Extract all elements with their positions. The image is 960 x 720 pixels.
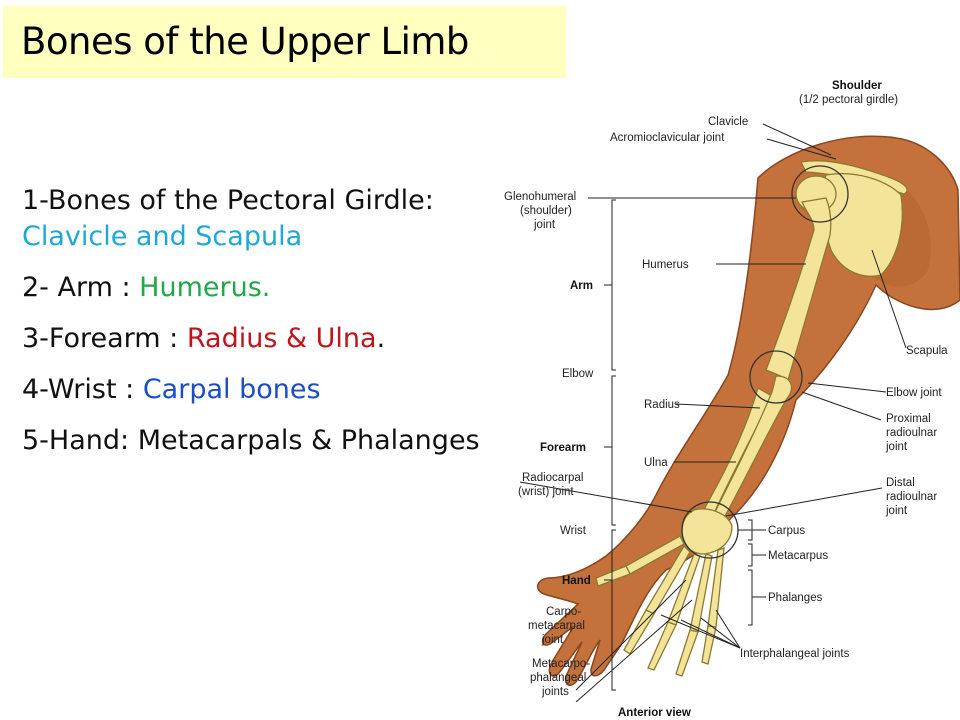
bullet-label: 2- Arm : xyxy=(22,272,140,303)
label-acromioclavicular: Acromioclavicular joint xyxy=(610,132,725,144)
slide-title: Bones of the Upper Limb xyxy=(21,20,469,63)
label-metacarpophalangeal-2: phalangeal xyxy=(530,672,586,684)
bullet-highlight: Carpal bones xyxy=(142,374,321,405)
bullet-hand: 5-Hand: Metacarpals & Phalanges xyxy=(22,423,512,459)
label-metacarpus: Metacarpus xyxy=(768,550,828,562)
label-arm: Arm xyxy=(570,280,593,292)
shoulder-joint-circle xyxy=(791,165,849,223)
label-radiocarpal-1: Radiocarpal xyxy=(522,472,583,484)
label-carpometacarpal-3: joint xyxy=(541,634,564,646)
bullet-wrist: 4-Wrist : Carpal bones xyxy=(22,372,512,408)
label-anterior-view: Anterior view xyxy=(618,707,691,719)
bullet-highlight: Clavicle and Scapula xyxy=(22,221,303,252)
bones xyxy=(595,160,908,677)
label-ulna: Ulna xyxy=(644,457,668,469)
elbow-joint-circle xyxy=(749,350,803,404)
label-proximal-3: joint xyxy=(885,441,908,453)
label-metacarpophalangeal-1: Metacarpo- xyxy=(532,658,590,670)
label-humerus: Humerus xyxy=(642,259,689,271)
bullet-pectoral-girdle: 1-Bones of the Pectoral Girdle: Clavicle… xyxy=(22,183,512,255)
label-shoulder-sub: (1/2 pectoral girdle) xyxy=(799,94,898,106)
label-distal-3: joint xyxy=(885,505,908,517)
label-forearm: Forearm xyxy=(540,442,586,454)
bullet-label: 1-Bones of the Pectoral Girdle: xyxy=(22,185,434,216)
label-shoulder: Shoulder xyxy=(832,80,882,92)
bullet-label: 3-Forearm : xyxy=(22,323,187,354)
upper-limb-diagram: Shoulder (1/2 pectoral girdle) Clavicle … xyxy=(504,80,960,719)
bullet-highlight: Humerus. xyxy=(139,272,271,303)
leader-lines xyxy=(519,123,907,703)
label-proximal-1: Proximal xyxy=(886,413,931,425)
diagram-labels: Shoulder (1/2 pectoral girdle) Clavicle … xyxy=(504,80,948,719)
title-banner: Bones of the Upper Limb xyxy=(3,6,566,78)
bullet-arm: 2- Arm : Humerus. xyxy=(22,270,512,306)
label-carpometacarpal-2: metacarpal xyxy=(528,620,585,632)
label-radiocarpal-2: (wrist) joint xyxy=(518,486,574,498)
label-wrist: Wrist xyxy=(560,525,587,537)
bullet-list: 1-Bones of the Pectoral Girdle: Clavicle… xyxy=(22,183,512,474)
label-hand: Hand xyxy=(562,575,591,587)
joint-circles xyxy=(681,165,849,559)
bullet-label: 5-Hand: Metacarpals & Phalanges xyxy=(22,425,480,456)
label-distal-2: radioulnar xyxy=(886,491,937,503)
label-phalanges: Phalanges xyxy=(768,592,823,604)
bullet-label: 4-Wrist : xyxy=(22,374,143,405)
label-clavicle: Clavicle xyxy=(708,116,748,128)
bullet-suffix: . xyxy=(376,323,386,354)
label-glenohumeral-2: (shoulder) xyxy=(520,205,572,217)
bullet-forearm: 3-Forearm : Radius & Ulna. xyxy=(22,321,512,357)
label-radius: Radius xyxy=(644,399,680,411)
label-scapula: Scapula xyxy=(906,345,948,357)
label-glenohumeral-3: joint xyxy=(533,219,556,231)
region-brackets xyxy=(604,199,766,691)
label-carpus: Carpus xyxy=(768,525,805,537)
label-elbow-joint: Elbow joint xyxy=(886,387,942,399)
label-interphalangeal: Interphalangeal joints xyxy=(740,648,850,660)
label-elbow: Elbow xyxy=(562,368,594,380)
label-glenohumeral-1: Glenohumeral xyxy=(504,191,576,203)
label-distal-1: Distal xyxy=(886,477,915,489)
label-proximal-2: radioulnar xyxy=(886,427,937,439)
label-metacarpophalangeal-3: joints xyxy=(541,686,569,698)
bullet-highlight: Radius & Ulna xyxy=(186,323,377,354)
label-carpometacarpal-1: Carpo- xyxy=(546,606,581,618)
